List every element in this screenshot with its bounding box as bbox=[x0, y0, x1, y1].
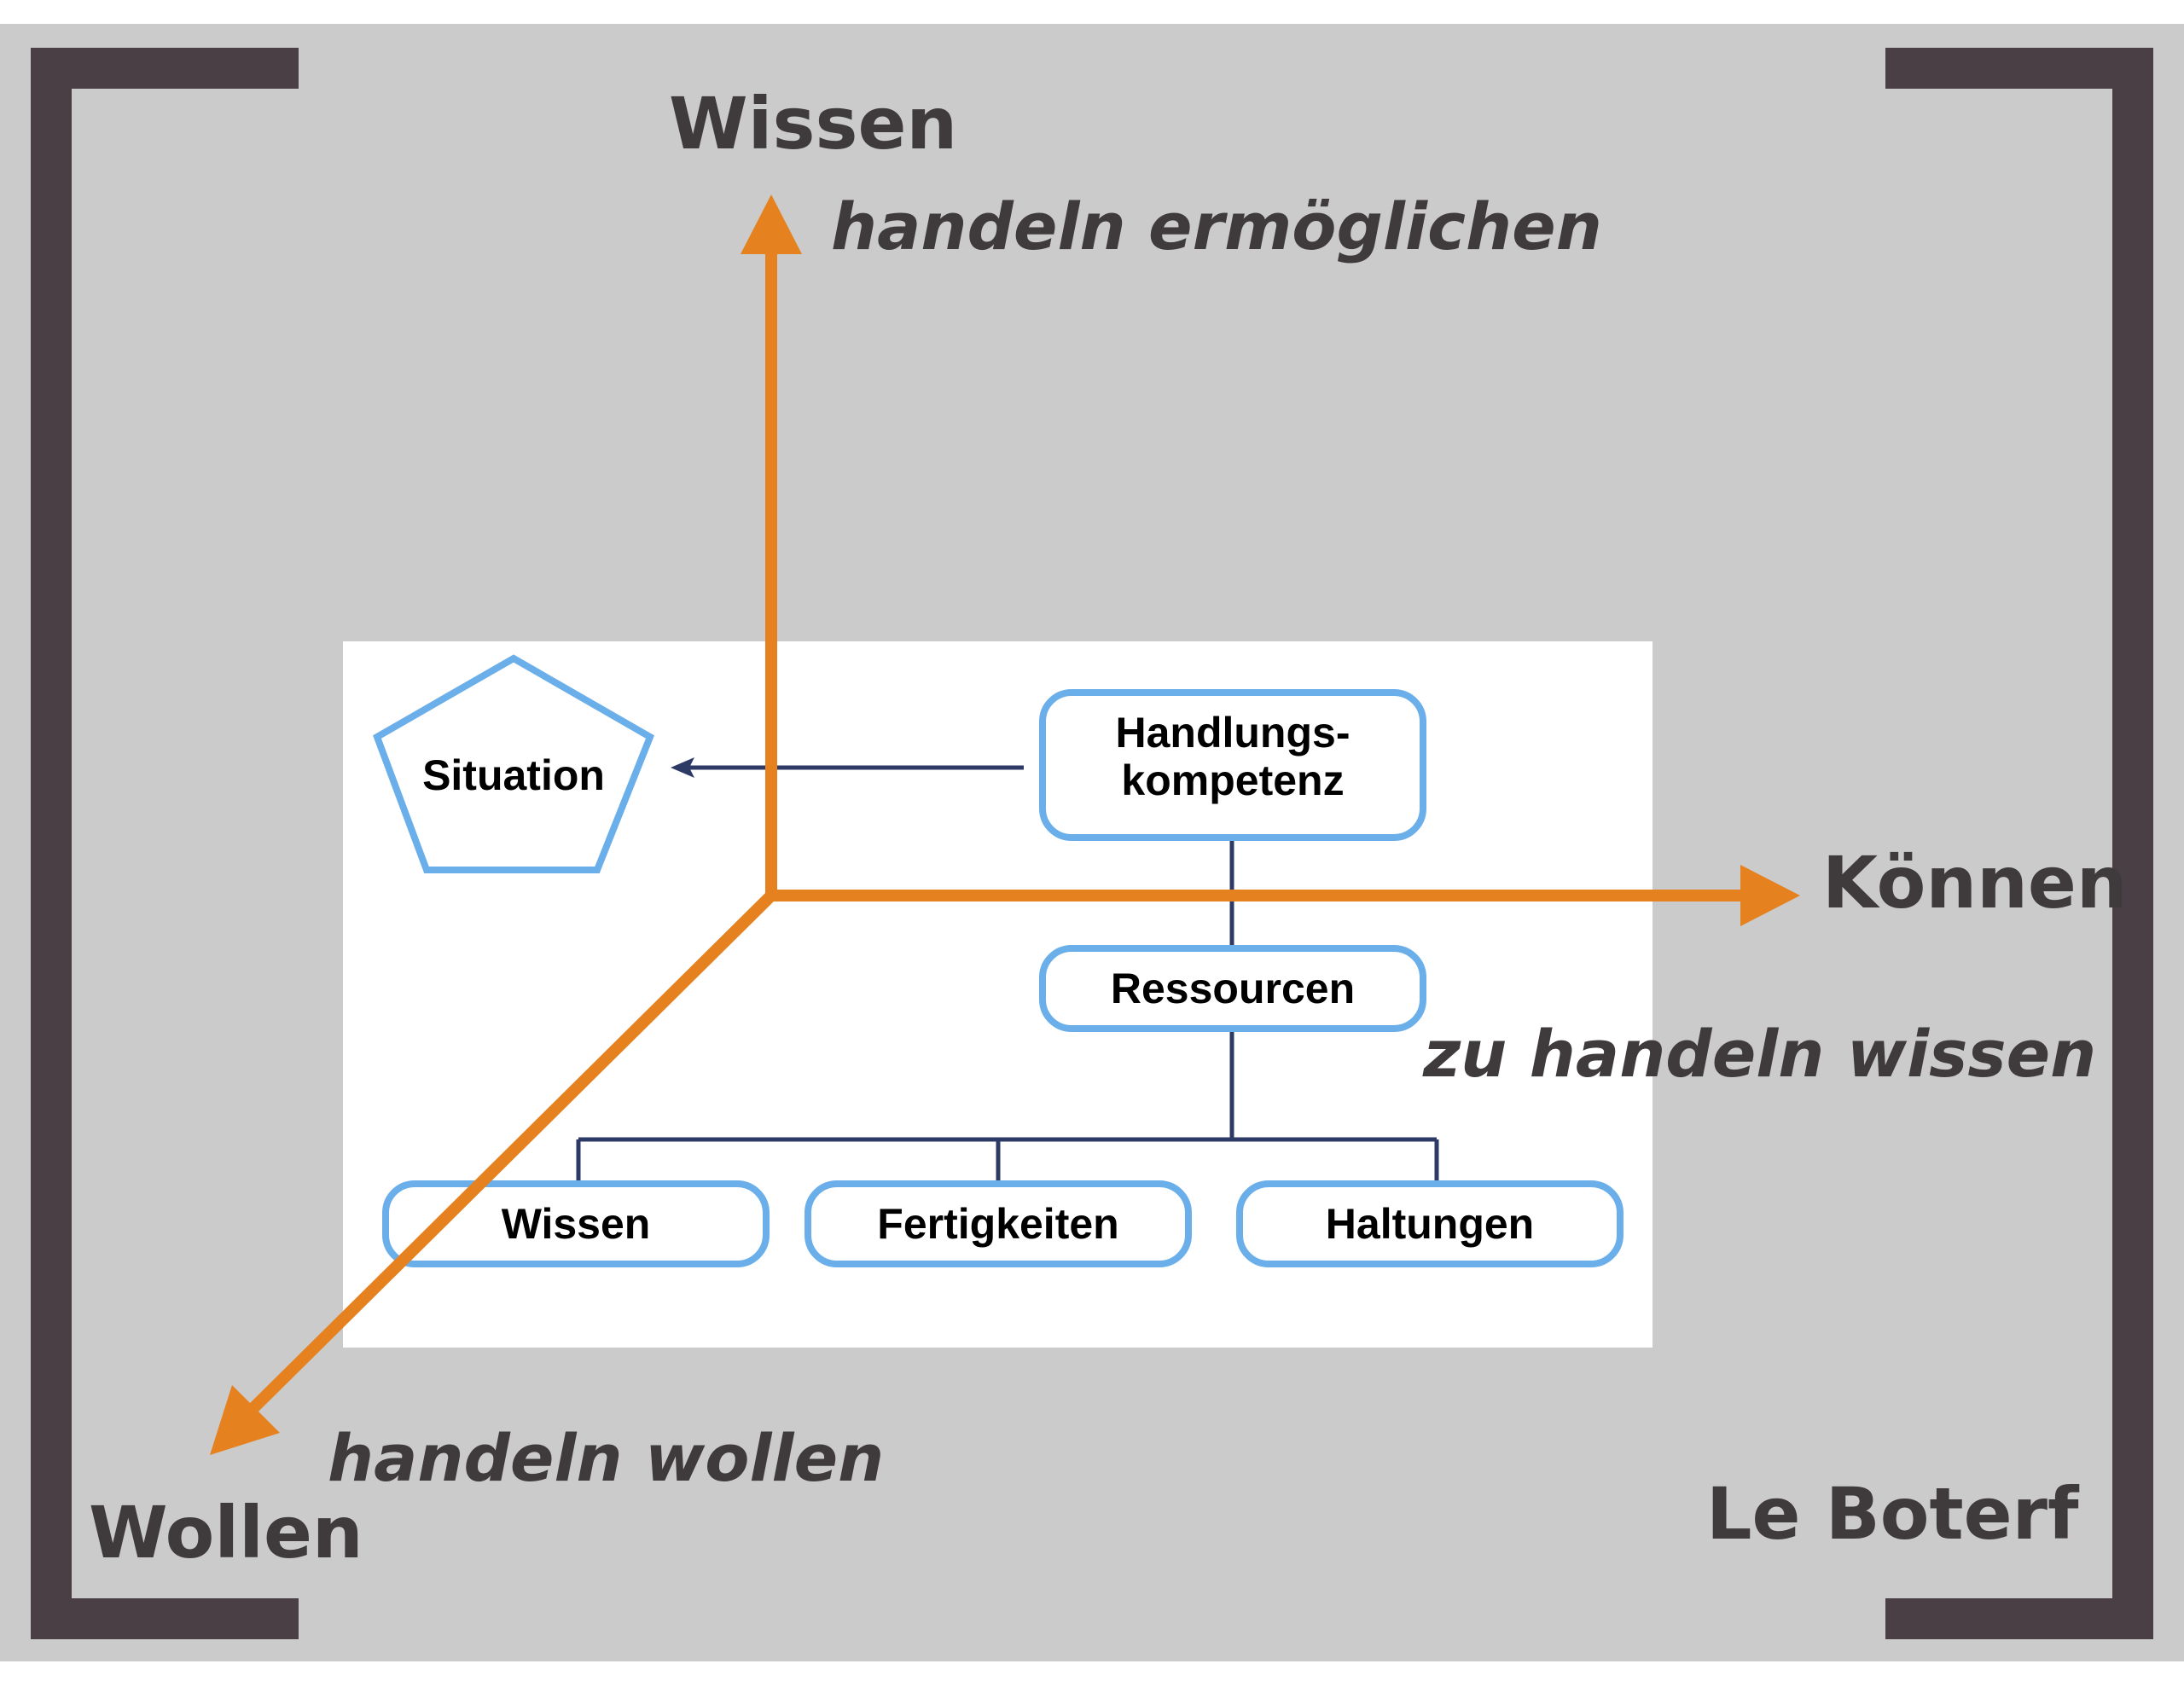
competence-node: Handlungs- kompetenz bbox=[1039, 689, 1426, 841]
knowledge-label: Wissen bbox=[502, 1200, 651, 1248]
right-axis-title: Können bbox=[1822, 841, 2128, 925]
horizontal-axis-arrow bbox=[765, 865, 1800, 926]
diagonal-axis-arrow bbox=[210, 890, 777, 1455]
knowledge-node: Wissen bbox=[382, 1180, 770, 1267]
right-bracket bbox=[1885, 48, 2153, 1639]
attitudes-label: Haltungen bbox=[1326, 1200, 1534, 1248]
attitudes-node: Haltungen bbox=[1236, 1180, 1623, 1267]
top-axis-subtitle: handeln ermöglichen bbox=[831, 188, 1602, 264]
skills-label: Fertigkeiten bbox=[877, 1200, 1118, 1248]
bottom-axis-subtitle: handeln wollen bbox=[328, 1420, 884, 1496]
situation-label: Situation bbox=[422, 751, 605, 799]
skills-node: Fertigkeiten bbox=[804, 1180, 1192, 1267]
competence-label-line2: kompetenz bbox=[1121, 757, 1344, 804]
competence-label-line1: Handlungs- bbox=[1116, 709, 1350, 757]
vertical-axis-arrow bbox=[741, 194, 802, 901]
resources-label: Ressourcen bbox=[1111, 965, 1355, 1012]
competence-to-situation-arrow bbox=[671, 757, 1024, 778]
situation-node: Situation bbox=[373, 654, 654, 873]
resources-node: Ressourcen bbox=[1039, 945, 1426, 1032]
left-bracket bbox=[31, 48, 299, 1639]
top-axis-title: Wissen bbox=[669, 82, 957, 165]
bottom-axis-title: Wollen bbox=[89, 1491, 363, 1574]
author-credit: Le Boterf bbox=[1706, 1472, 2080, 1556]
right-axis-subtitle: zu handeln wissen bbox=[1422, 1016, 2096, 1092]
